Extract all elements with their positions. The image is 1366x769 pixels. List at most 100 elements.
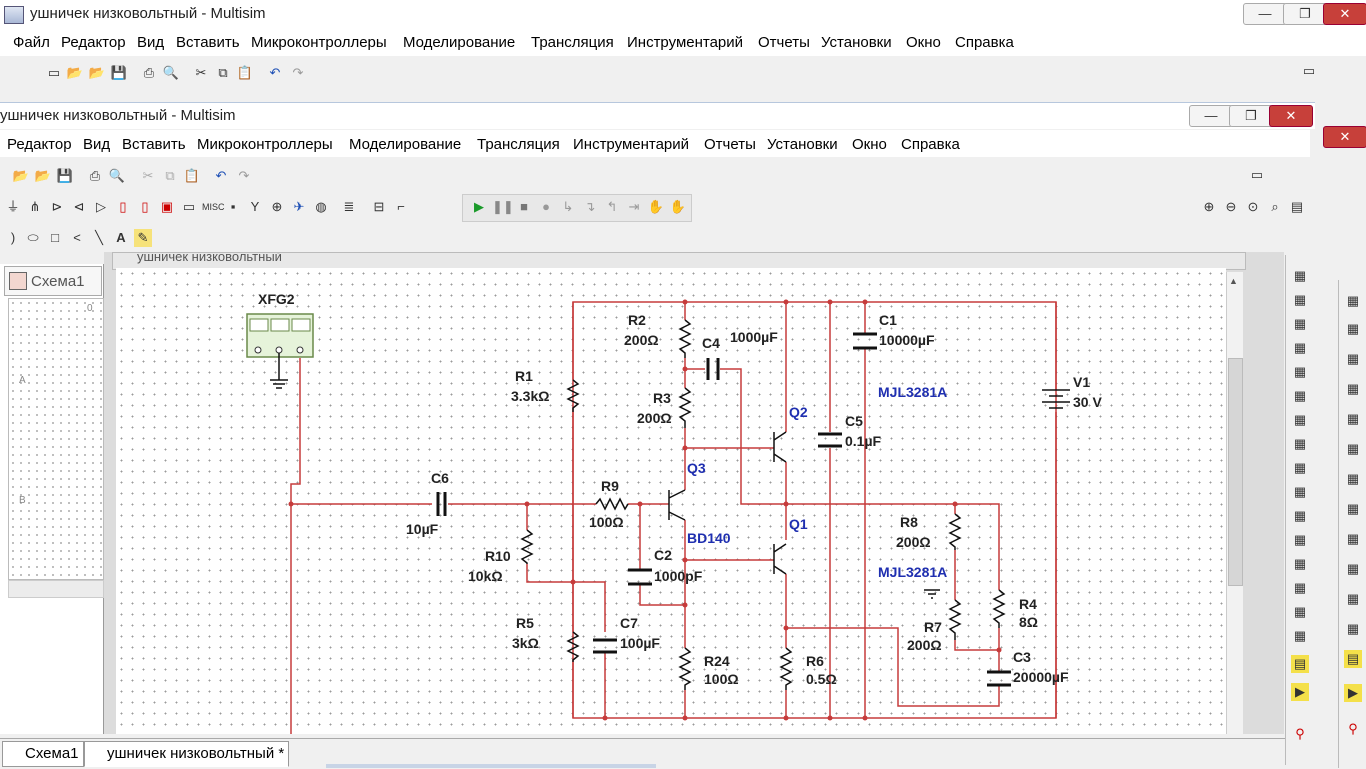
vertical-scrollbar[interactable]: ▲ <box>1226 272 1243 734</box>
menu-reports[interactable]: Отчеты <box>758 34 810 51</box>
place-indicator-icon[interactable]: ▪ <box>230 199 236 214</box>
resistors[interactable] <box>520 319 1006 690</box>
run-icon[interactable]: ▶ <box>474 199 484 214</box>
outer-labview-icon[interactable]: ▶ <box>1344 684 1362 702</box>
inner-close-button[interactable]: ✕ <box>1269 105 1313 127</box>
copy-icon[interactable]: ⧉ <box>218 65 228 80</box>
place-ttl-icon[interactable]: ▯ <box>119 199 127 214</box>
inner-open-icon[interactable]: 📂 <box>12 168 30 183</box>
network-icon[interactable]: ▦ <box>1293 580 1307 595</box>
outer-multimeter-icon[interactable]: ▦ <box>1346 293 1360 308</box>
menu-tools[interactable]: Инструментарий <box>627 34 744 51</box>
battery-v1[interactable] <box>1042 389 1070 409</box>
capacitors[interactable] <box>436 332 1011 687</box>
menu-view[interactable]: Вид <box>137 34 165 51</box>
inner-menu-mcu[interactable]: Микроконтроллеры <box>197 136 333 153</box>
wire-icon[interactable]: ⌐ <box>397 199 405 214</box>
inner-menu-options[interactable]: Установки <box>767 136 838 153</box>
menu-simulate[interactable]: Моделирование <box>403 34 516 51</box>
design-tab[interactable]: Схема1 <box>4 266 102 296</box>
place-diode-icon[interactable]: ⊳ <box>51 199 63 214</box>
print-icon[interactable]: ⎙ <box>143 65 155 80</box>
agilent-icon[interactable]: ▦ <box>1293 604 1307 619</box>
inner-menu-help[interactable]: Справка <box>901 136 960 153</box>
menu-window[interactable]: Окно <box>906 34 941 51</box>
scope4-icon[interactable]: ▦ <box>1293 364 1307 379</box>
outer-bode-icon[interactable]: ▦ <box>1346 381 1360 396</box>
inner-minimize-button[interactable]: — <box>1189 105 1233 127</box>
draw-arc-icon[interactable]: ) <box>10 230 16 245</box>
inner-menu-transfer[interactable]: Трансляция <box>477 136 560 153</box>
outer-logic-icon[interactable]: ▦ <box>1346 471 1360 486</box>
logic-analyzer-icon[interactable]: ▦ <box>1293 460 1307 475</box>
place-transistor-icon[interactable]: ⊲ <box>73 199 85 214</box>
scroll-up-icon[interactable]: ▲ <box>1229 276 1238 286</box>
open-icon[interactable]: 📂 <box>66 65 84 80</box>
place-ni-icon[interactable]: ✈ <box>293 199 305 214</box>
transistors[interactable] <box>668 431 787 575</box>
inner-paste-icon[interactable]: 📋 <box>183 168 201 183</box>
spectrum-icon[interactable]: ▦ <box>1293 556 1307 571</box>
current-probe-icon[interactable]: ⚲ <box>1295 726 1305 741</box>
step-into-icon[interactable]: ↳ <box>562 199 574 214</box>
step-out-icon[interactable]: ↰ <box>606 199 618 214</box>
scroll-thumb[interactable] <box>1228 358 1243 586</box>
menu-insert[interactable]: Вставить <box>176 34 240 51</box>
inner-menu-edit[interactable]: Редактор <box>7 136 72 153</box>
full-screen-icon[interactable]: ▤ <box>1290 199 1304 214</box>
place-cmos-icon[interactable]: ▯ <box>141 199 149 214</box>
save-icon[interactable]: 💾 <box>110 65 128 80</box>
tab-active-design[interactable]: ушничек низковольтный * <box>84 741 290 767</box>
zoom-area-icon[interactable]: ⊙ <box>1247 199 1259 214</box>
function-gen-icon[interactable]: ▦ <box>1293 292 1307 307</box>
labview-icon[interactable]: ▶ <box>1291 683 1309 701</box>
place-source-icon[interactable]: ⏚ <box>6 199 20 214</box>
hand-icon[interactable]: ✋ <box>647 199 665 214</box>
inner-menu-window[interactable]: Окно <box>852 136 887 153</box>
draw-ellipse-icon[interactable]: ⬭ <box>27 230 39 245</box>
outer-counter-icon[interactable]: ▦ <box>1346 411 1360 426</box>
outer-probe-icon[interactable]: ▤ <box>1344 650 1362 668</box>
counter-icon[interactable]: ▦ <box>1293 412 1307 427</box>
outer-iv-icon[interactable]: ▦ <box>1346 501 1360 516</box>
outer-tek-icon[interactable]: ▦ <box>1346 621 1360 636</box>
zoom-in-icon[interactable]: ⊕ <box>1203 199 1215 214</box>
inner-menu-tools[interactable]: Инструментарий <box>573 136 690 153</box>
place-connector-icon[interactable]: ◍ <box>315 199 327 214</box>
stop-icon[interactable]: ■ <box>520 199 528 214</box>
inner-print-icon[interactable]: ⎙ <box>89 168 101 183</box>
horizontal-scrollbar[interactable] <box>326 764 656 768</box>
comment-icon[interactable]: ✎ <box>134 229 152 247</box>
draw-line-icon[interactable]: ╲ <box>95 230 103 245</box>
outer-current-probe-icon[interactable]: ⚲ <box>1348 721 1358 736</box>
oscilloscope-icon[interactable]: ▦ <box>1293 340 1307 355</box>
pause-icon[interactable]: ❚❚ <box>492 199 514 214</box>
hand2-icon[interactable]: ✋ <box>669 199 687 214</box>
outer-spectrum-icon[interactable]: ▦ <box>1346 531 1360 546</box>
doc-close-button[interactable]: ✕ <box>1323 126 1366 148</box>
view-toggle-icon[interactable]: ▭ <box>1302 63 1316 78</box>
paste-icon[interactable]: 📋 <box>236 65 254 80</box>
menu-transfer[interactable]: Трансляция <box>531 34 614 51</box>
multimeter-icon[interactable]: ▦ <box>1293 268 1307 283</box>
inner-save-icon[interactable]: 💾 <box>56 168 74 183</box>
place-basic-icon[interactable]: ⋔ <box>29 199 41 214</box>
tek-icon[interactable]: ▦ <box>1293 628 1307 643</box>
inner-preview-icon[interactable]: 🔍 <box>108 168 126 183</box>
zoom-fit-icon[interactable]: ⌕ <box>1271 199 1279 214</box>
inner-menu-view[interactable]: Вид <box>83 136 111 153</box>
outer-scope-icon[interactable]: ▦ <box>1346 351 1360 366</box>
menu-help[interactable]: Справка <box>955 34 1014 51</box>
outer-wordgen-icon[interactable]: ▦ <box>1346 441 1360 456</box>
place-rf-icon[interactable]: Y <box>250 199 260 214</box>
close-button[interactable]: ✕ <box>1323 3 1366 25</box>
draw-rect-icon[interactable]: □ <box>51 230 59 245</box>
breakpoint-icon[interactable]: ● <box>542 199 550 214</box>
inner-open2-icon[interactable]: 📂 <box>34 168 52 183</box>
new-icon[interactable]: ▭ <box>47 65 61 80</box>
wattmeter-icon[interactable]: ▦ <box>1293 316 1307 331</box>
draw-polyline-icon[interactable]: < <box>73 230 81 245</box>
inner-redo-icon[interactable]: ↷ <box>238 168 250 183</box>
undo-icon[interactable]: ↶ <box>269 65 281 80</box>
inner-menu-reports[interactable]: Отчеты <box>704 136 756 153</box>
